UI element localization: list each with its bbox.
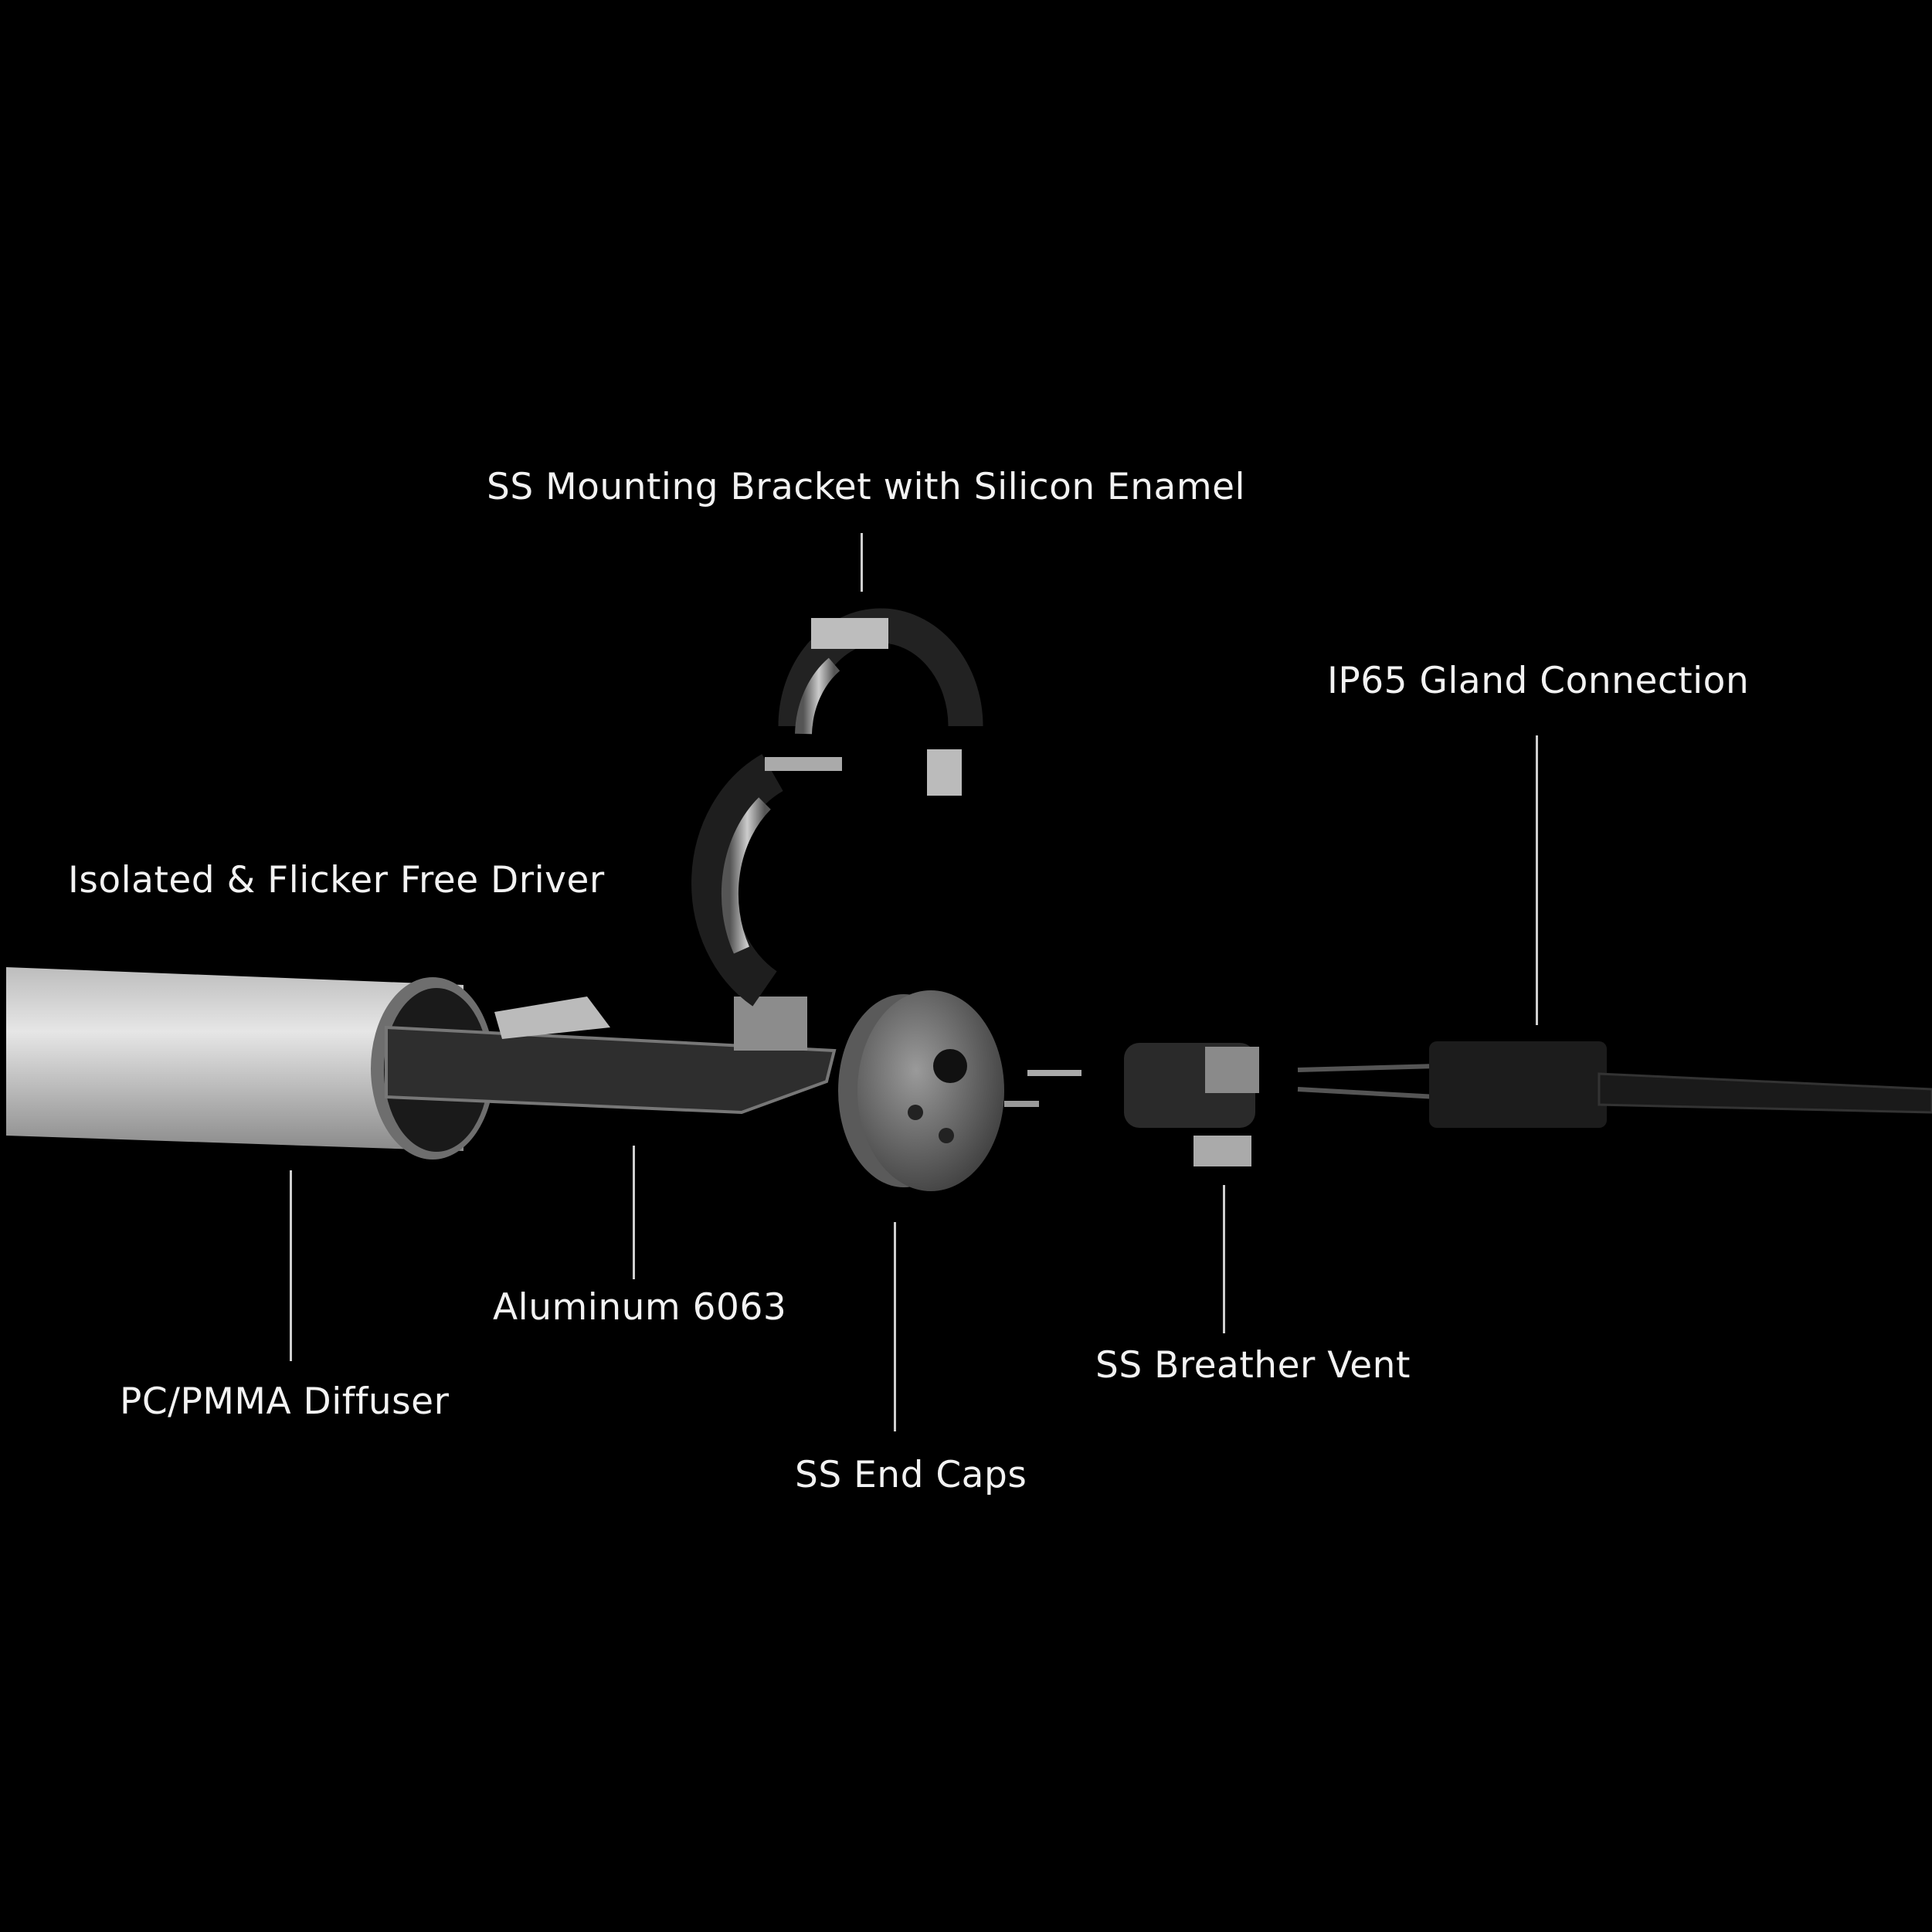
leader-gland [1536,735,1538,1025]
leader-aluminum [633,1146,635,1279]
label-driver: Isolated & Flicker Free Driver [68,859,605,901]
label-mounting-bracket: SS Mounting Bracket with Silicon Enamel [487,466,1246,508]
mounting-bracket [691,608,983,1007]
gland-assembly [1124,1041,1932,1166]
end-cap [838,990,1081,1191]
aluminum-profile [385,997,837,1115]
label-aluminum: Aluminum 6063 [493,1286,787,1329]
leader-breather-vent [1223,1185,1225,1333]
label-gland: IP65 Gland Connection [1327,660,1750,702]
diffuser-tube [6,967,494,1160]
leader-mounting-bracket [861,533,863,592]
label-diffuser: PC/PMMA Diffuser [120,1380,450,1423]
label-end-caps: SS End Caps [795,1454,1027,1496]
label-breather-vent: SS Breather Vent [1095,1344,1411,1387]
leader-end-caps [894,1222,896,1431]
leader-diffuser [290,1170,292,1361]
